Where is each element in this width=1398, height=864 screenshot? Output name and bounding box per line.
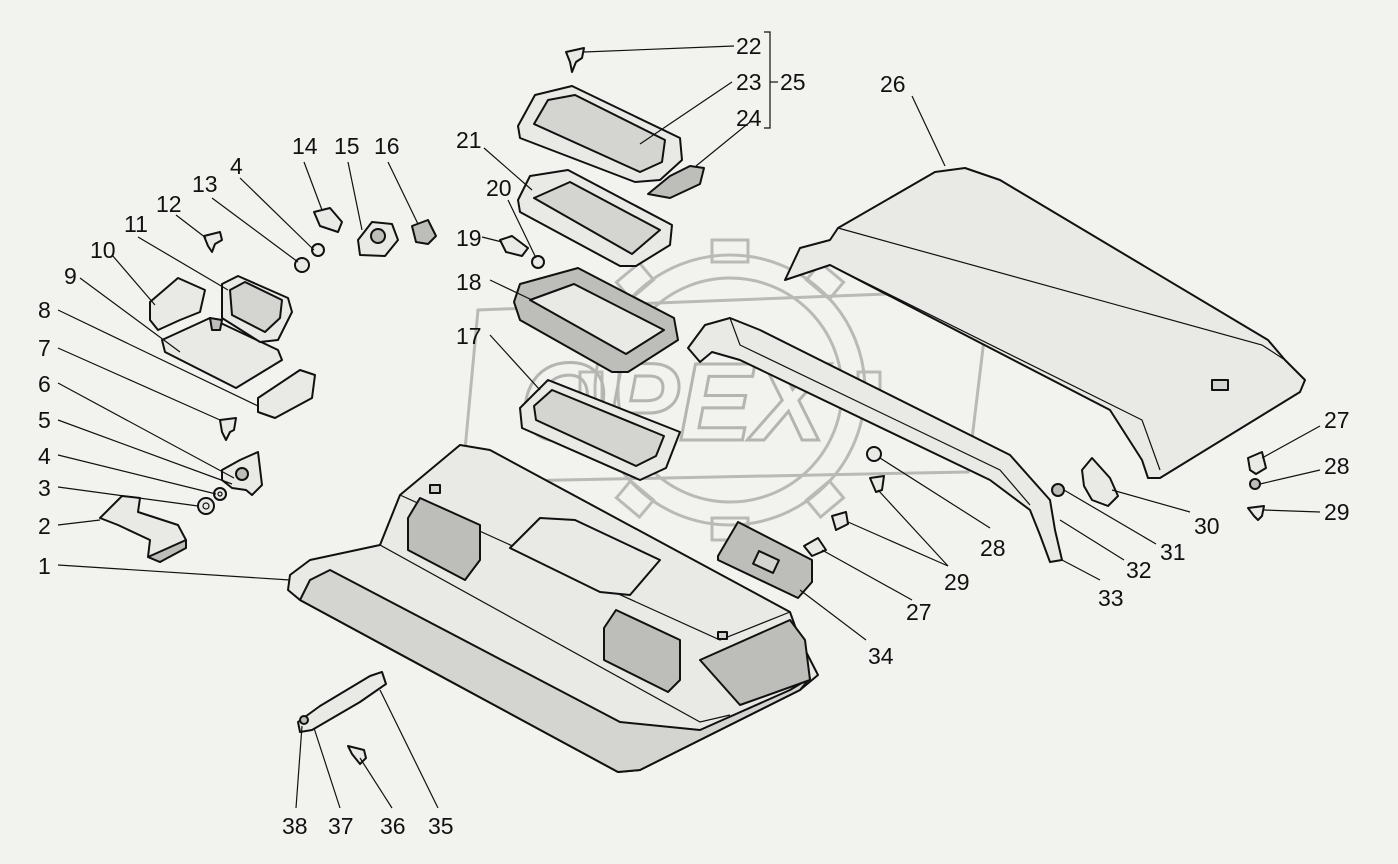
callout-33: 33: [1098, 585, 1124, 611]
part-23-hatch-cover: [517, 85, 683, 183]
part-17-hatch-gasket: [519, 379, 681, 481]
callout-3: 3: [38, 475, 51, 501]
part-21-hatch-seal: [517, 169, 673, 267]
air-vent-left: [407, 497, 481, 581]
part-1-roof-liner: [287, 444, 819, 773]
callout-2: 2: [38, 513, 51, 539]
callout-13: 13: [192, 171, 218, 197]
part-3-washer: [197, 497, 215, 515]
hatch-opening-frame: [509, 517, 661, 596]
callout-15: 15: [334, 133, 360, 159]
part-9-lamp-base: [161, 317, 283, 389]
part-20-washer: [531, 255, 545, 269]
part-26-upper-panel: [784, 167, 1306, 479]
callout-8: 8: [38, 297, 51, 323]
callout-9: 9: [64, 263, 77, 289]
part-11-lamp-lens: [221, 275, 293, 343]
part-28-washer: [1249, 478, 1261, 490]
part-10-bracket: [149, 277, 206, 331]
callout-29: 29: [1324, 499, 1350, 525]
part-29c-screw: [831, 511, 849, 531]
callout-34: 34: [868, 643, 894, 669]
callout-31: 31: [1160, 539, 1186, 565]
watermark-frame: [460, 288, 992, 484]
callout-32: 32: [1126, 557, 1152, 583]
callout-37: 37: [328, 813, 354, 839]
callout-36: 36: [380, 813, 406, 839]
callout-6: 6: [38, 371, 51, 397]
callout-18: 18: [456, 269, 482, 295]
callout-26: 26: [880, 71, 906, 97]
part-29b-screw: [869, 475, 885, 493]
part-24-hinge: [647, 165, 705, 199]
callout-12: 12: [156, 191, 182, 217]
part-14-clip: [313, 207, 343, 233]
callout-14: 14: [292, 133, 318, 159]
part-15-switch: [357, 221, 399, 257]
callout-38: 38: [282, 813, 308, 839]
callout-7: 7: [38, 335, 51, 361]
part-8-cover: [257, 369, 316, 419]
callout-22: 22: [736, 33, 762, 59]
callout-20: 20: [486, 175, 512, 201]
callout-5: 5: [38, 407, 51, 433]
part-27b-clip: [803, 537, 827, 557]
part-34-lamp: [717, 521, 813, 599]
callout-23: 23: [736, 69, 762, 95]
part-4b-washer: [311, 243, 325, 257]
callout-30: 30: [1194, 513, 1220, 539]
leader-lines: [57, 31, 1321, 809]
callout-10: 10: [90, 237, 116, 263]
part-13-washer: [294, 257, 310, 273]
callout-16: 16: [374, 133, 400, 159]
callout-28b: 28: [980, 535, 1006, 561]
part-6-bracket: [221, 451, 263, 496]
callout-27b: 27: [906, 599, 932, 625]
callout-1: 1: [38, 553, 51, 579]
part-22-screw: [565, 47, 585, 73]
part-35-grab-handle: [297, 671, 387, 733]
callout-35: 35: [428, 813, 454, 839]
part-29-screw: [1247, 505, 1265, 521]
callout-25: 25: [780, 69, 806, 95]
callout-27: 27: [1324, 407, 1350, 433]
part-18-hatch-frame: [513, 267, 679, 373]
part-31-bolt: [1051, 483, 1065, 497]
air-vent-right: [603, 609, 681, 693]
callout-24: 24: [736, 105, 762, 131]
callout-19: 19: [456, 225, 482, 251]
callout-labels: 1 2 3 4 5 6 7 8 9 10 11 12 13 4 14 15 16…: [38, 33, 1350, 839]
part-32-crossbar: [687, 317, 1063, 563]
part-12-pin: [203, 231, 223, 253]
part-30-bracket: [1081, 457, 1119, 507]
callout-4b: 4: [230, 153, 243, 179]
part-2-handle: [99, 495, 187, 563]
part-27-clip: [1247, 451, 1267, 475]
callout-17: 17: [456, 323, 482, 349]
part-36-screw: [347, 745, 367, 765]
callout-29b: 29: [944, 569, 970, 595]
part-19-bolt: [499, 235, 529, 257]
part-28b-washer: [866, 446, 882, 462]
callout-4: 4: [38, 443, 51, 469]
part-7-screw: [219, 417, 237, 441]
callout-28: 28: [1324, 453, 1350, 479]
callout-21: 21: [456, 127, 482, 153]
callout-11: 11: [124, 211, 148, 237]
part-16-clip: [411, 219, 437, 245]
